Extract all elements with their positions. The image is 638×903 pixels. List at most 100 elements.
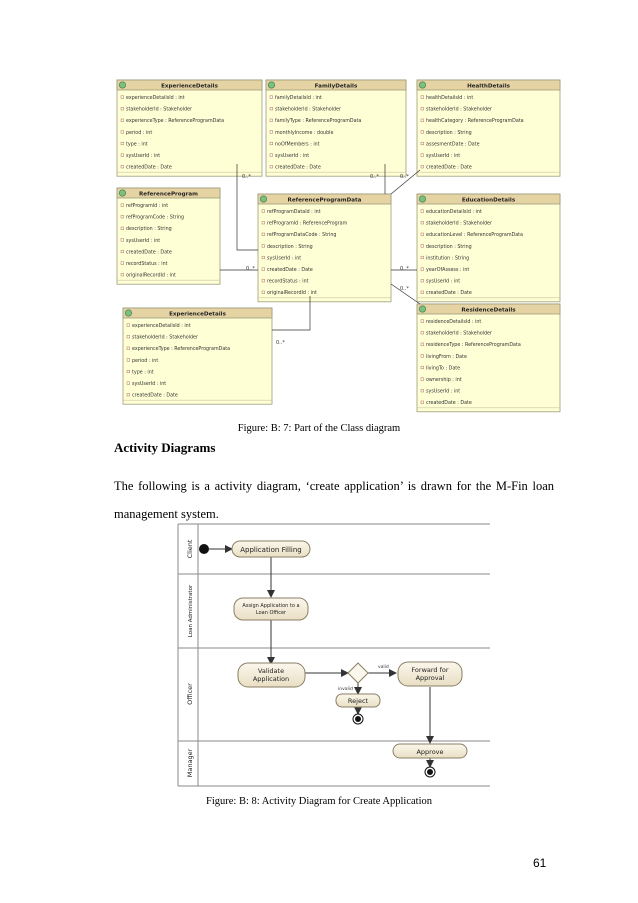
attribute-icon [120,95,124,99]
class-name: ExperienceDetails [169,312,227,318]
class-attribute: createdDate : Date [426,290,472,296]
attribute-icon [420,244,424,248]
class-attribute: sysUserId : int [426,389,460,395]
class-diagram-caption: Figure: B: 7: Part of the Class diagram [237,423,401,434]
action-approve: Approve [392,743,468,759]
attribute-icon [261,267,265,271]
attribute-icon [120,203,124,207]
class-attribute: createdDate : Date [132,393,178,399]
class-attribute: refProgramCode : String [126,215,184,221]
attribute-icon [261,279,265,283]
class-attribute: period : int [132,358,158,364]
attribute-icon [269,165,273,169]
final-node-approve [424,766,436,778]
action-forward-label-1: Forward for [411,666,448,674]
class-box-familydetails: FamilyDetails familyDetailsId : int stakeh… [265,79,407,177]
class-attribute: period : int [126,130,152,136]
class-attribute: stakeholderId : Stakeholder [426,221,492,227]
final-node-reject [352,713,364,725]
class-attribute: livingTo : Date [426,365,460,371]
class-attribute: refProgramId : ReferenceProgram [267,221,348,227]
attribute-icon [420,319,424,323]
attribute-icon [120,107,124,111]
attribute-icon [126,381,130,385]
class-attribute: description : String [267,244,313,250]
class-icon [119,189,127,197]
attribute-icon [269,130,273,134]
class-attribute: experienceDetailsId : int [132,323,191,329]
multiplicity-label: 0..* [276,340,285,346]
class-attribute: experienceDetailsId : int [126,95,185,101]
attribute-icon [120,226,124,230]
multiplicity-label: 0..* [400,286,409,292]
class-attribute: createdDate : Date [126,249,172,255]
class-attribute: description : String [426,244,472,250]
class-attribute: livingFrom : Date [426,354,467,360]
attribute-icon [420,354,424,358]
activity-diagram-caption: Figure: B: 8: Activity Diagram for Creat… [206,796,432,807]
class-attribute: familyDetailsId : int [275,95,322,101]
attribute-icon [120,215,124,219]
lane-loan-administrator: Loan Administrator [188,584,194,637]
decision-node [347,662,369,684]
swimlane-frame [177,523,490,787]
action-application-filling: Application Filling [231,540,311,558]
class-attribute: educationLevel : ReferenceProgramData [426,232,523,238]
attribute-icon [120,261,124,265]
class-attribute: sysUserId : int [132,381,166,387]
class-name: ResidenceDetails [461,308,516,314]
attribute-icon [420,331,424,335]
class-attribute: recordStatus : int [126,261,168,267]
class-attribute: createdDate : Date [126,165,172,171]
class-icon [259,195,267,203]
class-name: ReferenceProgram [139,192,198,198]
attribute-icon [120,165,124,169]
class-attribute: ownership : int [426,377,462,383]
class-icon [418,305,426,313]
action-forward-for-approval: Forward for Approval [397,661,463,687]
action-reject: Reject [335,693,381,708]
class-attribute: sysUserId : int [275,153,309,159]
class-attribute: sysUserId : int [126,238,160,244]
attribute-icon [420,209,424,213]
attribute-icon [126,358,130,362]
action-reject-label: Reject [348,697,369,705]
lane-officer: Officer [186,683,194,705]
multiplicity-label: 0..* [370,174,379,180]
class-name: FamilyDetails [315,84,358,90]
attribute-icon [126,346,130,350]
class-attribute: description : String [126,226,172,232]
class-attribute: sysUserId : int [126,153,160,159]
class-attribute: stakeholderId : Stakeholder [275,107,341,113]
class-attribute: assesmentDate : Date [426,141,480,147]
action-validate-application: Validate Application [237,662,306,688]
class-icon [267,81,275,89]
attribute-icon [261,255,265,260]
attribute-icon [126,393,130,397]
attribute-icon [269,141,273,146]
multiplicity-label: 0..* [400,266,409,272]
activity-diagram: Client Loan Administrator Officer Manage… [177,523,490,787]
class-name: HealthDetails [467,84,511,90]
class-icon [418,81,426,89]
class-name: ExperienceDetails [161,84,219,90]
attribute-icon [420,267,424,271]
class-attribute: experienceType : ReferenceProgramData [132,346,230,352]
class-attribute: residenceType : ReferenceProgramData [426,342,521,348]
class-attribute: createdDate : Date [426,165,472,171]
attribute-icon [420,141,424,146]
activity-flows [209,545,434,768]
class-attribute: experienceType : ReferenceProgramData [126,118,224,124]
attribute-icon [261,232,265,236]
attribute-icon [261,221,265,225]
class-attribute: healthCategory : ReferenceProgramData [426,118,524,124]
class-diagram: ExperienceDetails experienceDetailsId : i… [116,79,561,413]
class-attribute: type : int [126,141,148,147]
multiplicity-label: 0..* [242,174,251,180]
class-attribute: familyType : ReferenceProgramData [275,118,361,124]
attribute-icon [120,141,124,146]
attribute-icon [261,244,265,248]
